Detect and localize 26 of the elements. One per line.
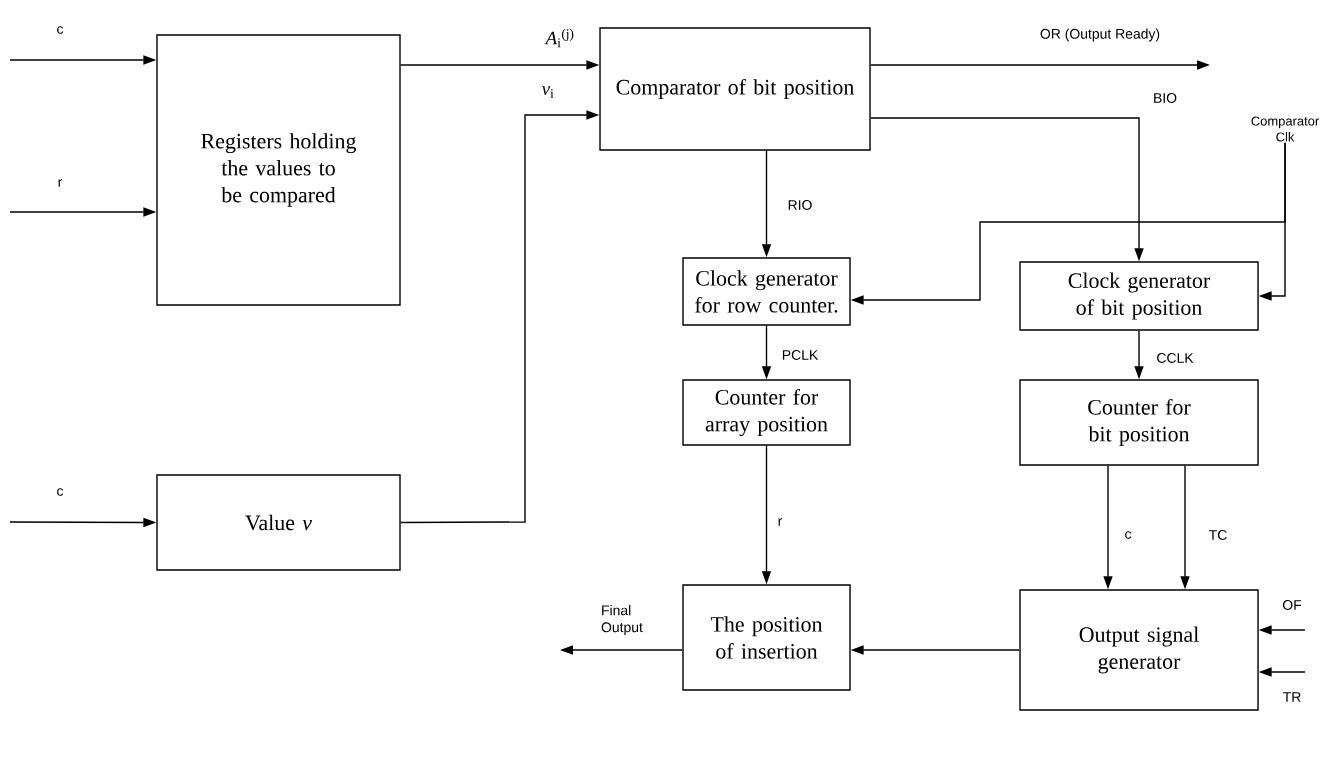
edge-label: TR <box>1283 692 1301 702</box>
edge-label: r <box>778 518 783 526</box>
block-box: Counter for array position <box>682 379 851 446</box>
edge-label: CCLK <box>1157 353 1194 363</box>
edge-label: c <box>57 488 64 496</box>
edge-label: Final Output <box>601 605 643 635</box>
signal-label: Comparator Clk <box>1251 116 1319 142</box>
block-box: Registers holding the values to be compared <box>156 34 401 306</box>
block-box: Comparator of bit position <box>599 27 871 151</box>
block-box: Output signal generator <box>1019 589 1259 711</box>
edge-label: RIO <box>788 200 812 210</box>
edge-label: c <box>1125 531 1132 539</box>
edge-label: r <box>58 179 63 187</box>
block-box: Clock generator of bit position <box>1019 261 1259 331</box>
block-box: The position of insertion <box>682 584 851 691</box>
block-box: Counter for bit position <box>1019 379 1259 466</box>
edge-label: OR (Output Ready) <box>1040 28 1160 42</box>
edge-label: BIO <box>1154 93 1177 103</box>
block-box: Value v <box>156 474 401 571</box>
edge-label: v$_{i}$ <box>542 86 554 98</box>
edge-label: A$_{i}$(j) <box>544 28 574 48</box>
edge-label: OF <box>1283 600 1302 610</box>
edge-label: TC <box>1209 530 1227 540</box>
edge-label: c <box>57 26 64 34</box>
block-box: Clock generator for row counter. <box>682 257 851 326</box>
edge-label: PCLK <box>782 350 819 360</box>
